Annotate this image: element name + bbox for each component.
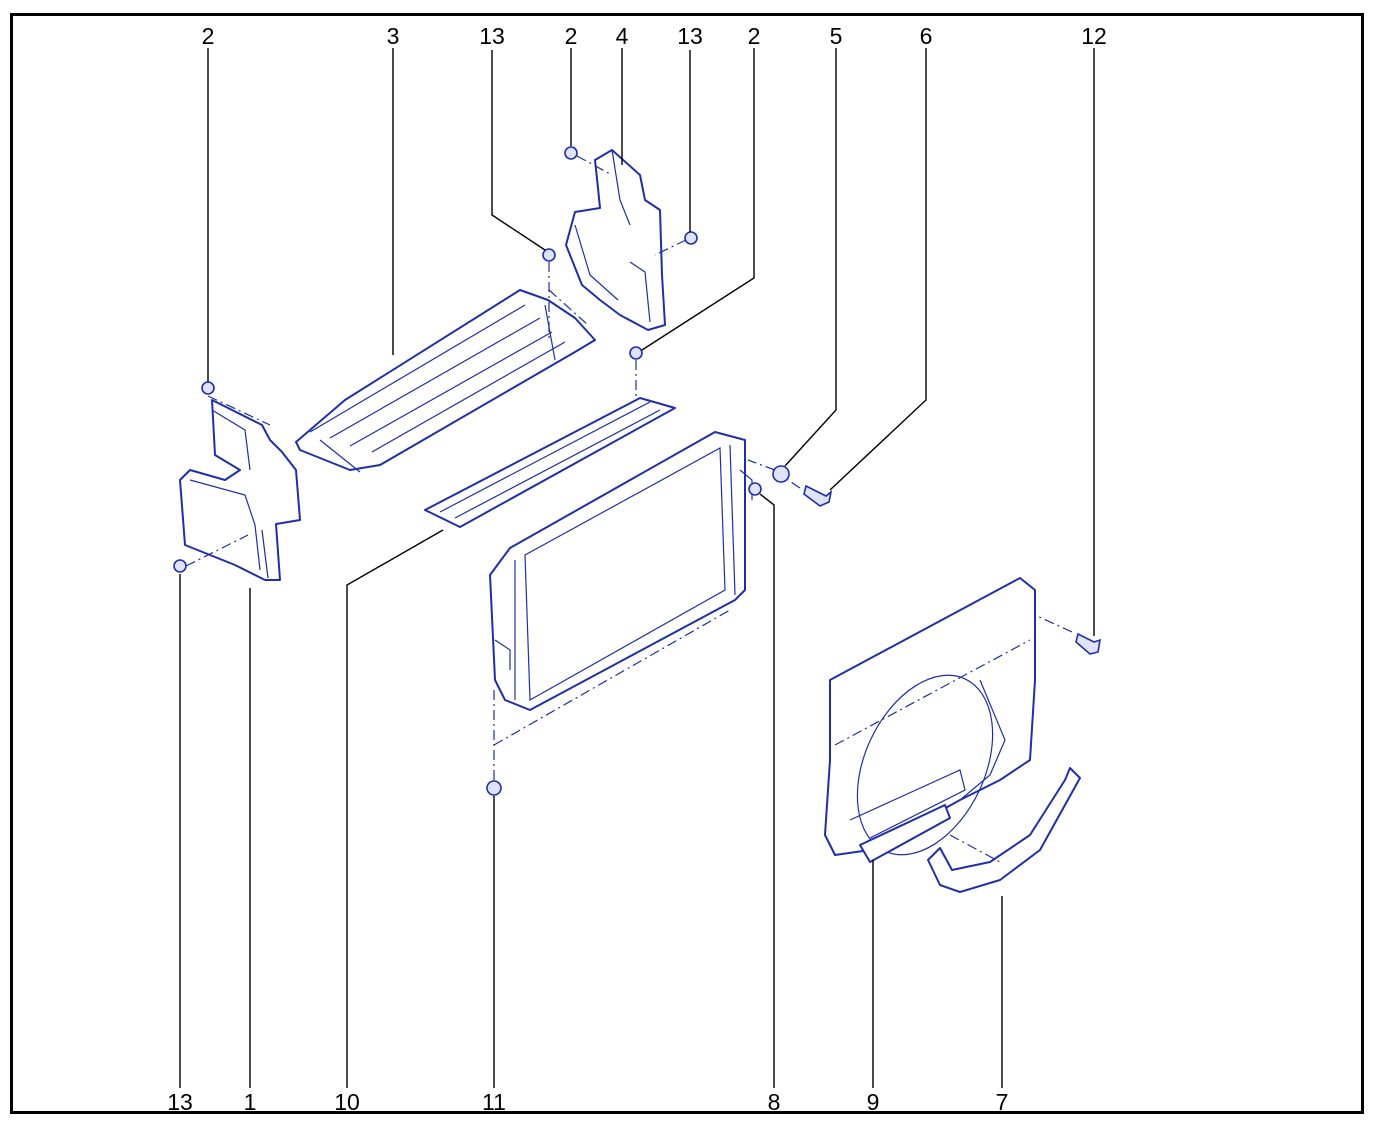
bottom-callouts: 13 1 10 11 8 9 7 (167, 1089, 1008, 1115)
callout-bottom-1: 1 (244, 1089, 257, 1115)
top-leader-lines (207, 48, 1095, 636)
radiator (489, 431, 753, 711)
callout-top-6: 6 (920, 23, 933, 49)
callout-top-4: 4 (616, 23, 629, 49)
grommet-5 (772, 465, 790, 483)
callout-top-2a: 2 (202, 23, 215, 49)
screw-2b (564, 146, 578, 160)
assembly-lines (185, 155, 1073, 863)
upper-air-duct (295, 289, 596, 473)
callout-top-3: 3 (387, 23, 400, 49)
fan-ring-segment (927, 767, 1081, 893)
lower-seal-strip (424, 397, 676, 528)
callout-bottom-10: 10 (334, 1089, 360, 1115)
callout-top-2c: 2 (748, 23, 761, 49)
fasteners (173, 146, 1102, 796)
top-callouts: 2 3 13 2 4 13 2 5 6 12 (202, 23, 1107, 49)
callout-bottom-7: 7 (996, 1089, 1009, 1115)
callout-top-5: 5 (830, 23, 843, 49)
left-air-deflector (179, 399, 301, 581)
mount-11 (486, 780, 502, 796)
screw-2c (629, 346, 643, 360)
bolt-12 (1075, 632, 1102, 655)
screw-2a (201, 381, 215, 395)
screw-13a (173, 559, 187, 573)
callout-bottom-13: 13 (167, 1089, 193, 1115)
callout-top-13b: 13 (677, 23, 703, 49)
screw-13b (542, 248, 556, 262)
callout-bottom-8: 8 (768, 1089, 781, 1115)
fan-shroud (824, 577, 1036, 863)
bottom-leader-lines (179, 493, 1003, 1088)
callout-top-13a: 13 (479, 23, 505, 49)
clip-8 (748, 482, 762, 496)
screw-13c (684, 231, 698, 245)
callout-bottom-11: 11 (482, 1089, 506, 1115)
upper-right-bracket (565, 149, 666, 331)
bolt-6 (803, 484, 833, 507)
callout-top-2b: 2 (565, 23, 578, 49)
callout-bottom-9: 9 (867, 1089, 880, 1115)
callout-top-12: 12 (1081, 23, 1107, 49)
